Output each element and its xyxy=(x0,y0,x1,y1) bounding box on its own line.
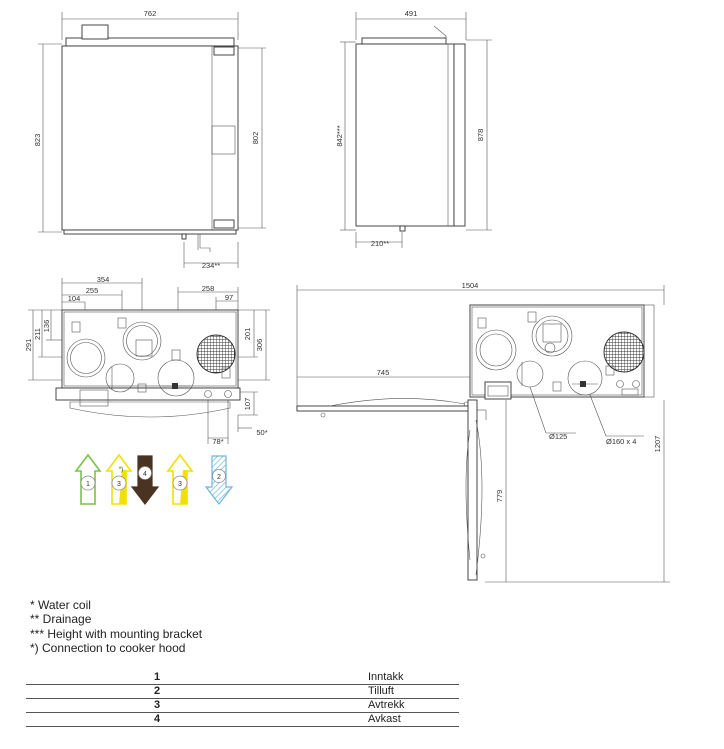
arrow-avtrekk-cooker-hood: *) 3 xyxy=(105,453,133,505)
arrow-inntakk: 1 xyxy=(74,453,102,505)
airflow-arrows: 1 *) 3 4 3 2 xyxy=(74,453,234,505)
legend-number: 3 xyxy=(153,699,161,711)
arrow-tilluft-label: 2 xyxy=(217,474,221,481)
arrow-tilluft: 2 xyxy=(204,455,234,505)
dim-side-width: 491 xyxy=(405,9,418,18)
arrow-avkast: 4 xyxy=(130,455,160,505)
dim-side-bracket-height: 842*** xyxy=(335,125,344,146)
open-top-view: 1504 745 xyxy=(296,281,670,583)
dim-top-107: 107 xyxy=(243,398,252,411)
legend-number: 4 xyxy=(153,713,161,725)
legend-number: 1 xyxy=(153,671,161,683)
dim-open-total-depth: 1207 xyxy=(653,436,662,453)
arrow-avtrekk-label-1: 3 xyxy=(117,481,121,488)
legend-row: 1 Inntakk xyxy=(26,671,459,685)
arrow-avkast-label: 4 xyxy=(143,471,147,478)
legend-name: Tilluft xyxy=(368,685,394,697)
dim-top-104: 104 xyxy=(68,294,81,303)
dim-side-drain: 210** xyxy=(371,239,389,248)
footnote-drainage: ** Drainage xyxy=(30,612,92,627)
dim-side-total-height: 878 xyxy=(476,129,485,142)
arrow-avtrekk-label-2: 3 xyxy=(178,481,182,488)
legend-row: 3 Avtrekk xyxy=(26,699,459,713)
dim-front-height: 823 xyxy=(33,134,42,147)
footnote-cooker-hood: *) Connection to cooker hood xyxy=(30,640,186,655)
dim-top-211: 211 xyxy=(33,328,42,340)
legend-table: 1 Inntakk 2 Tilluft 3 Avtrekk 4 Avkast xyxy=(26,671,459,727)
dim-open-total-width: 1504 xyxy=(462,281,479,290)
footnote-water-coil: * Water coil xyxy=(30,598,91,612)
dim-duct-small: Ø125 xyxy=(549,432,567,441)
technical-drawing: 762 823 802 234** 491 842*** xyxy=(24,9,670,583)
legend-name: Inntakk xyxy=(368,671,404,683)
dim-front-width: 762 xyxy=(144,9,157,18)
dim-top-136: 136 xyxy=(42,320,51,333)
legend-number: 2 xyxy=(153,685,161,697)
dim-top-354: 354 xyxy=(97,275,110,284)
front-view: 762 823 802 234** xyxy=(33,9,266,270)
side-view: 491 842*** 878 210** xyxy=(335,9,492,248)
dim-front-drain: 234** xyxy=(202,261,220,270)
dim-top-258: 258 xyxy=(202,284,215,293)
top-view: 354 255 104 258 97 291 211 136 306 201 xyxy=(24,275,270,446)
dim-top-306: 306 xyxy=(255,339,264,352)
dim-top-78: 78* xyxy=(212,437,223,446)
dim-top-97: 97 xyxy=(225,293,233,302)
footnotes: * Water coil ** Drainage *** Height with… xyxy=(30,598,202,655)
legend-row: 4 Avkast xyxy=(26,713,459,727)
dim-top-50: 50* xyxy=(256,428,267,437)
legend-name: Avkast xyxy=(368,713,401,725)
dim-top-291: 291 xyxy=(24,339,33,352)
dim-top-201: 201 xyxy=(243,328,252,341)
dim-front-inner-height: 802 xyxy=(251,132,260,145)
dim-open-door-depth: 779 xyxy=(495,490,504,503)
footnote-bracket-height: *** Height with mounting bracket xyxy=(30,626,203,641)
dim-duct-large: Ø160 x 4 xyxy=(606,437,636,446)
dim-top-255: 255 xyxy=(86,286,99,295)
legend-name: Avtrekk xyxy=(368,699,405,711)
dim-open-door-width: 745 xyxy=(377,368,390,377)
arrow-avtrekk: 3 xyxy=(166,453,194,505)
arrow-inntakk-label: 1 xyxy=(86,481,90,488)
arrow-cooker-hood-note: *) xyxy=(119,467,123,473)
legend-row: 2 Tilluft xyxy=(26,685,459,699)
